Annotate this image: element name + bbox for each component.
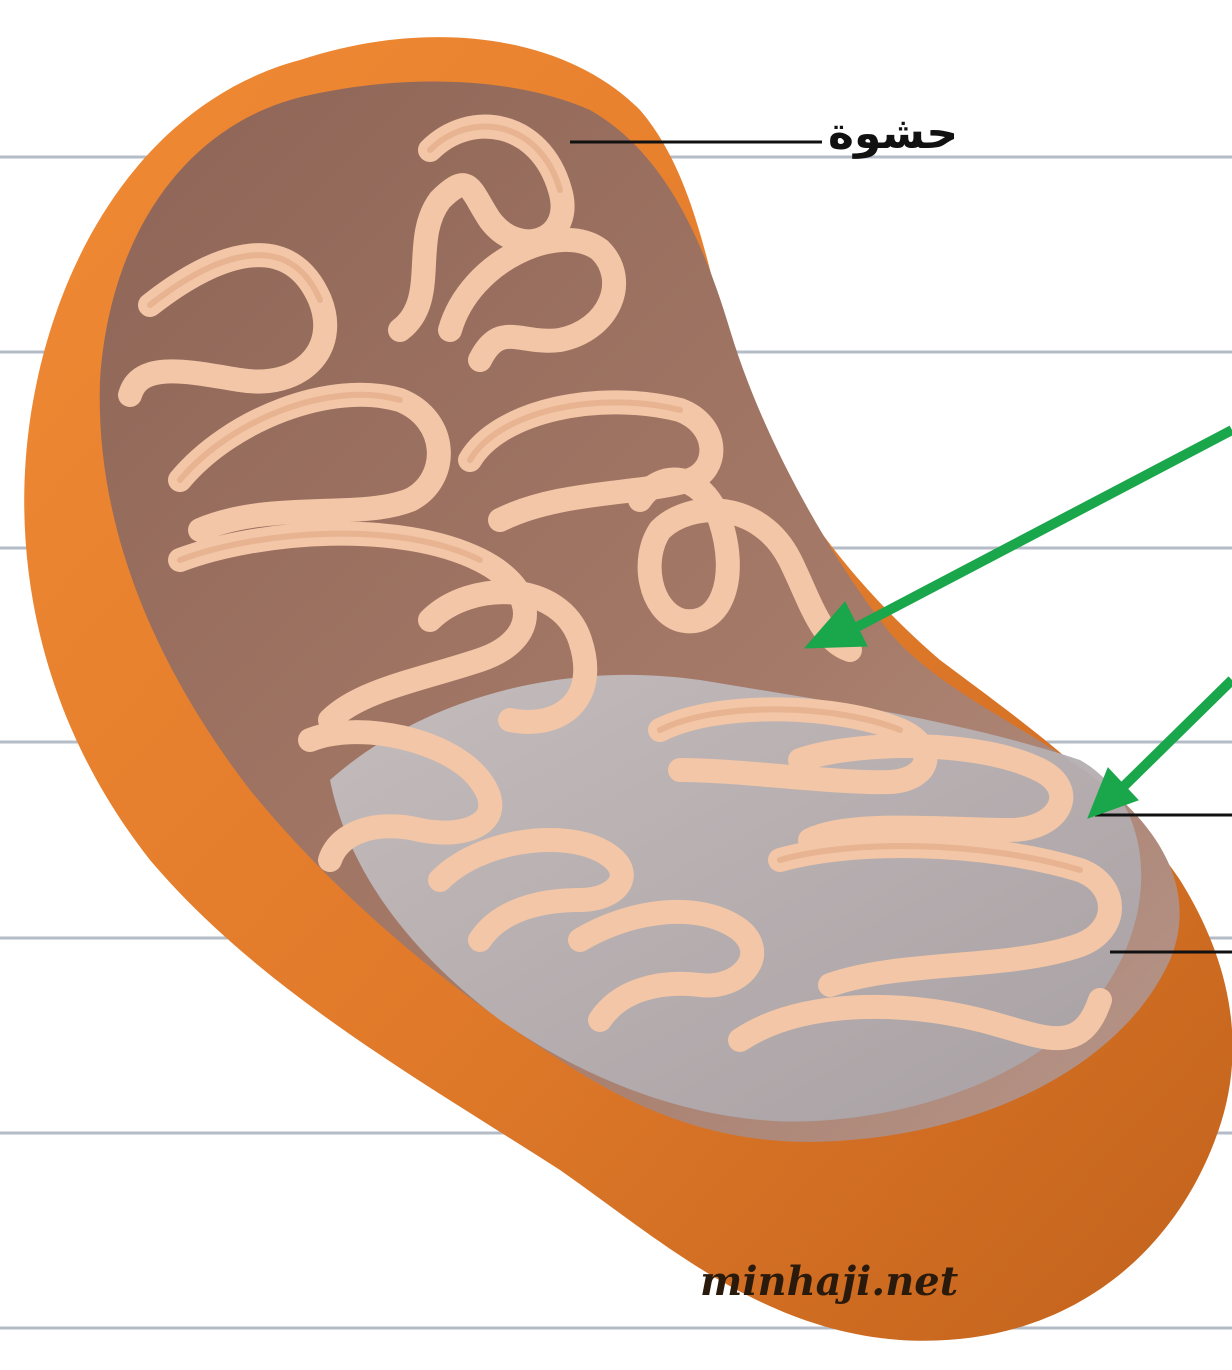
matrix-label: حشوة bbox=[828, 112, 958, 156]
arrow-shaft bbox=[855, 430, 1232, 628]
watermark-text: minhaji.net bbox=[700, 1262, 958, 1302]
arrow-shaft bbox=[1120, 680, 1232, 790]
